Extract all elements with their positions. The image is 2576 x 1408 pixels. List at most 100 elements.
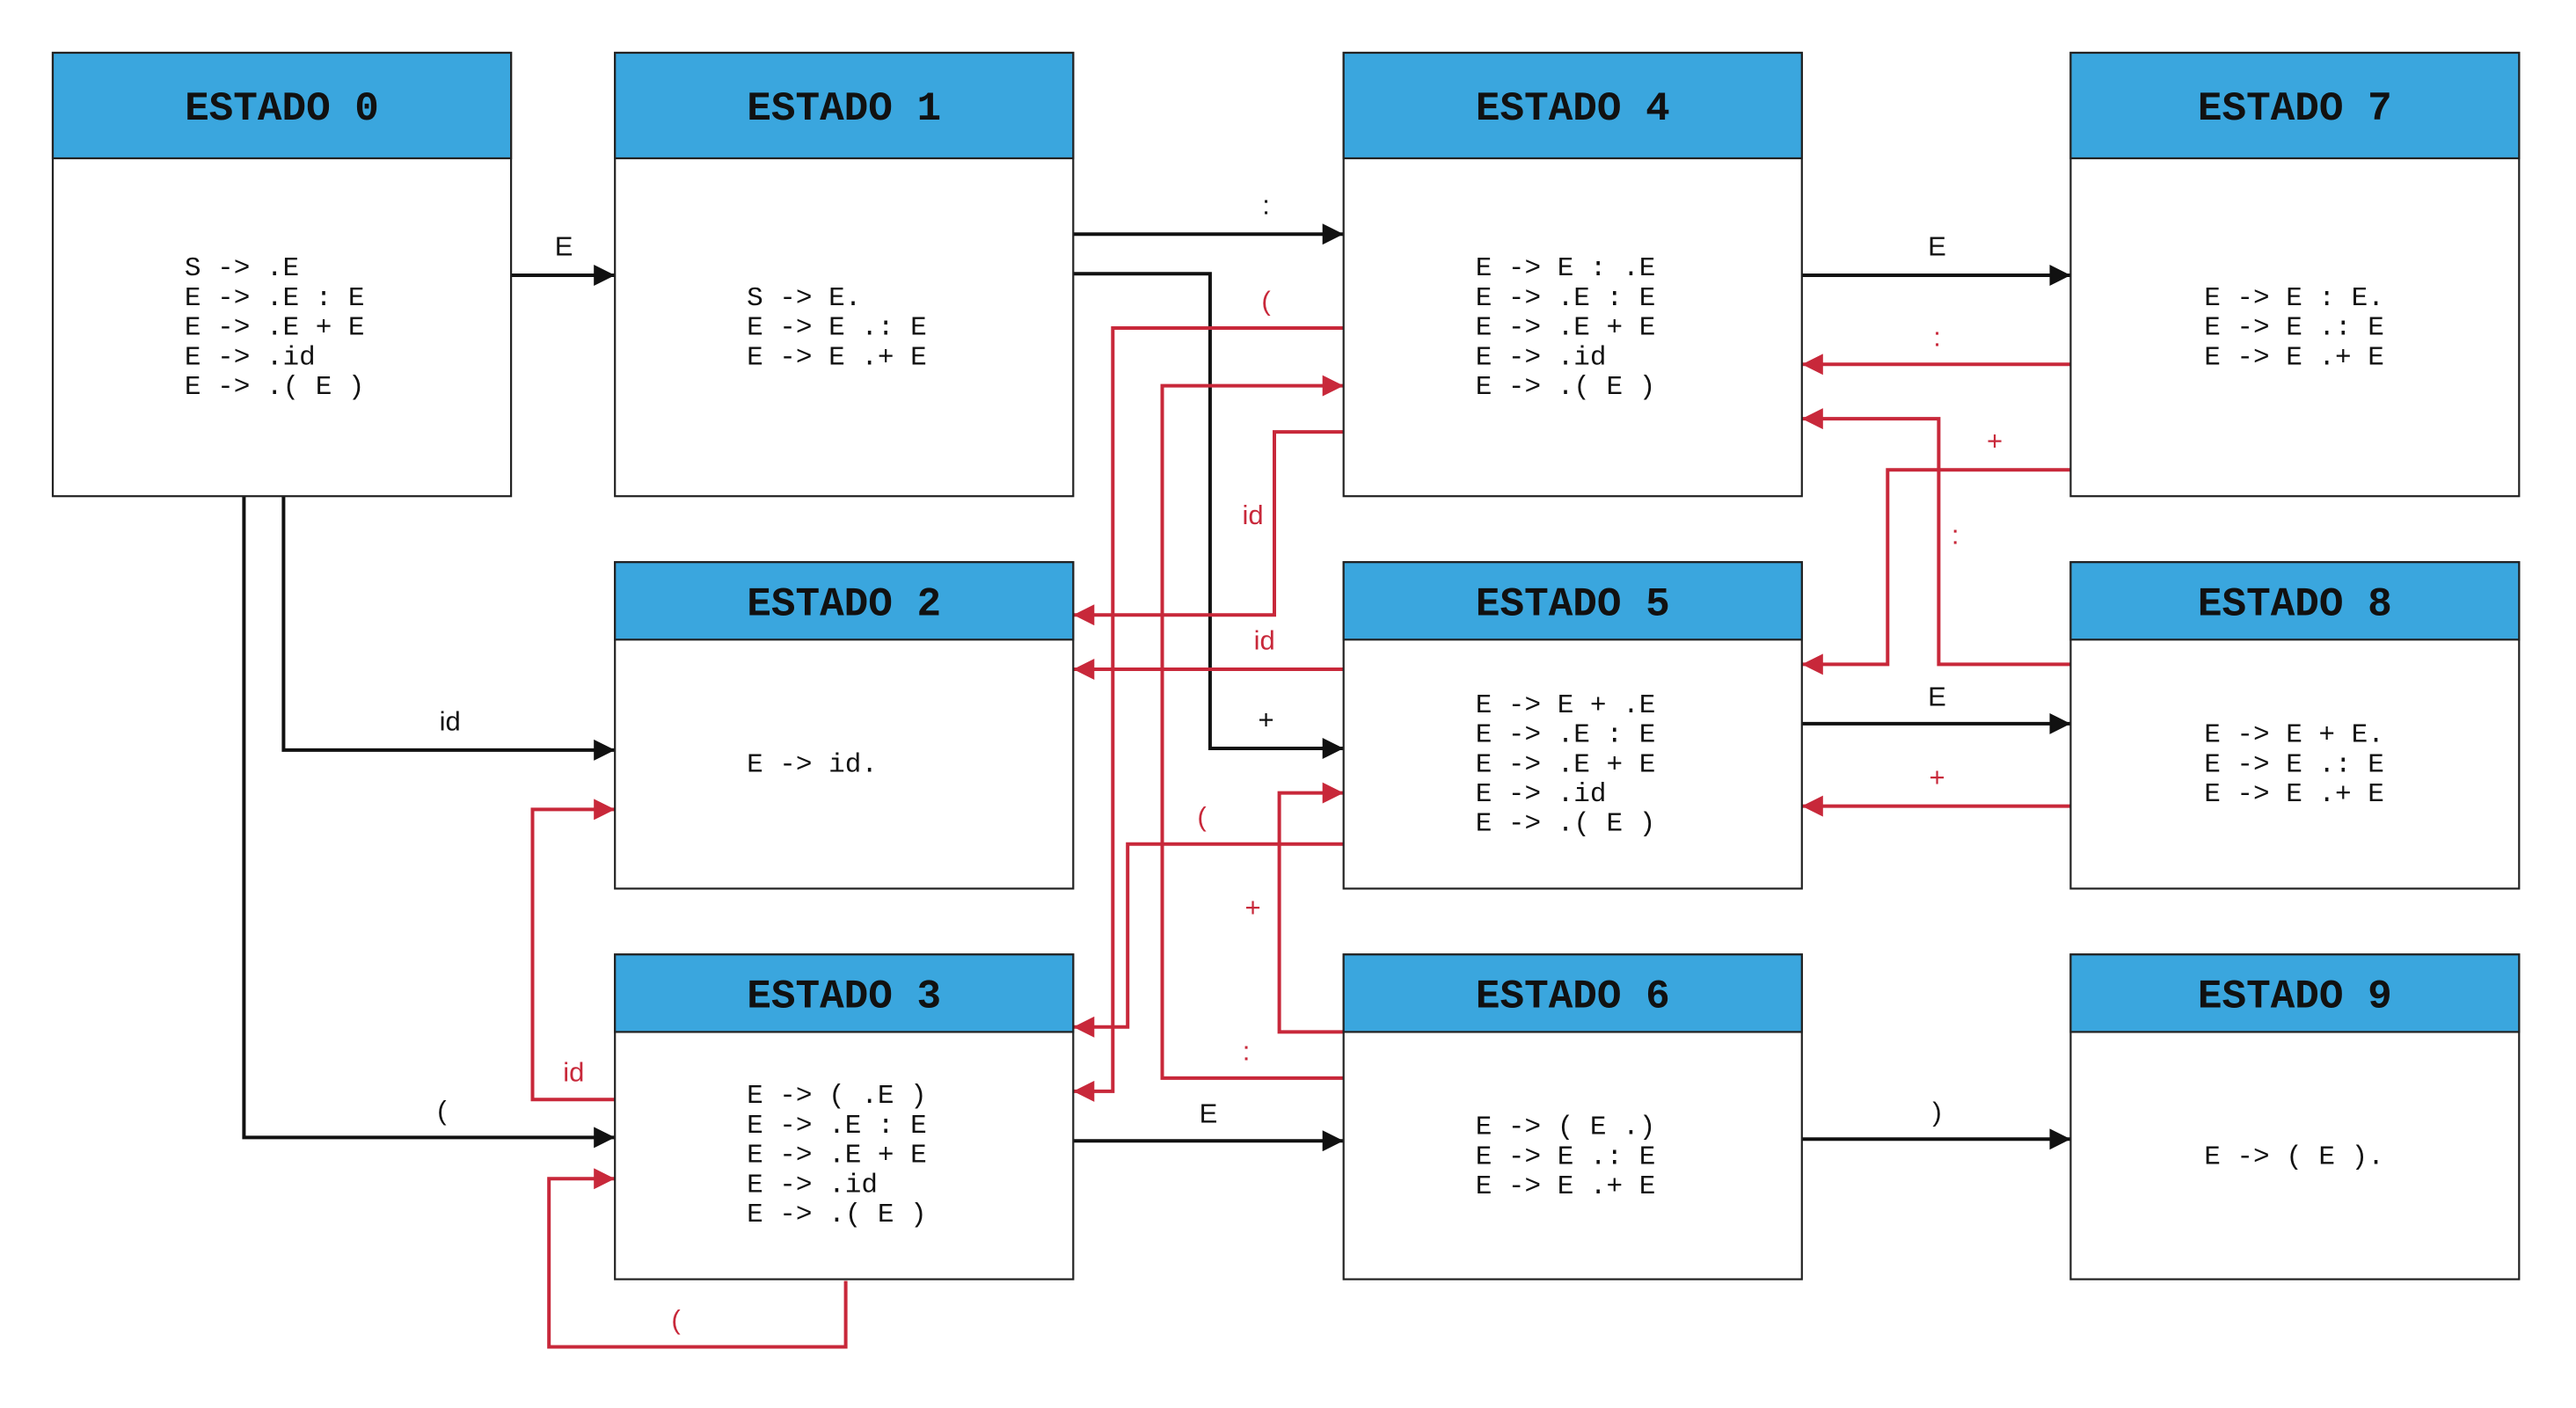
state-box-5: ESTADO 5 E -> E + .EE -> .E : EE -> .E + … [1342, 561, 1803, 890]
transition-edge-0-to-3-black [242, 496, 616, 1149]
lr-item: E -> .( E ) [1476, 809, 1656, 840]
transition-edge-3-to-3-red [547, 1168, 848, 1349]
lr-item: E -> E .+ E [2204, 342, 2384, 373]
transition-label-5-to-8: E [1928, 681, 1946, 711]
state-header [1342, 561, 1803, 641]
transition-edge-5-to-3-red [1073, 842, 1344, 1038]
state-box-2: ESTADO 2 E -> id. [614, 561, 1075, 890]
transition-label-5-to-3: ( [1197, 801, 1207, 832]
lr-item: S -> E. [747, 283, 861, 314]
lr-item: E -> E .+ E [1476, 1171, 1656, 1202]
transition-label-3-to-2: id [563, 1057, 584, 1088]
lr-item: E -> .id [1476, 342, 1607, 373]
state-header [1342, 953, 1803, 1033]
lr-item: E -> E .: E [2204, 749, 2384, 780]
transition-label-1-to-5: + [1259, 704, 1274, 735]
state-header [2069, 561, 2521, 641]
lr-item: E -> .( E ) [1476, 372, 1656, 403]
lr-item: E -> E .: E [1476, 1142, 1656, 1172]
states-layer: ESTADO 0S -> .EE -> .E : EE -> .E + EE -… [51, 51, 2521, 1280]
lr-item: E -> E .+ E [2204, 779, 2384, 810]
transition-edge-6-to-5-red [1277, 782, 1344, 1034]
lr-item: E -> .( E ) [185, 372, 365, 403]
transition-label-1-to-4: : [1262, 190, 1270, 221]
state-title: ESTADO 9 [2198, 974, 2392, 1019]
transition-label-0-to-3: ( [437, 1095, 447, 1126]
transition-label-7-to-5: + [1987, 426, 2003, 456]
transition-label-4-to-2: id [1243, 500, 1264, 530]
transition-label-4-to-7: E [1928, 231, 1946, 262]
state-title: ESTADO 2 [747, 581, 941, 627]
lr-item: E -> .E + E [1476, 749, 1656, 780]
transition-label-6-to-4: : [1243, 1035, 1251, 1066]
transition-edge-4-to-3-red [1073, 326, 1344, 1102]
lr-item: E -> E + .E [1476, 690, 1656, 721]
lr-item: S -> .E [185, 253, 299, 284]
lr-item: E -> E + E. [2204, 720, 2384, 751]
state-box-0: ESTADO 0S -> .EE -> .E : EE -> .E + EE -… [51, 51, 513, 498]
lr-item: E -> ( .E ) [747, 1081, 927, 1112]
transition-label-8-to-5: + [1929, 762, 1945, 792]
lr-item: E -> .id [1476, 779, 1607, 810]
state-box-3: ESTADO 3 E -> ( .E )E -> .E : EE -> .E + … [614, 953, 1075, 1280]
state-header [51, 51, 513, 160]
transition-edge-7-to-5-red [1801, 468, 2071, 675]
transition-edge-0-to-2-black [281, 496, 616, 761]
lr-item: E -> E .: E [2204, 313, 2384, 344]
lr-item: E -> .id [185, 342, 316, 373]
transition-label-3-to-6: E [1200, 1098, 1218, 1129]
lr-item: E -> .E + E [185, 313, 365, 344]
state-header [1342, 51, 1803, 160]
lr-item: E -> .E + E [1476, 313, 1656, 344]
lr-item: E -> .E : E [1476, 283, 1656, 314]
state-title: ESTADO 3 [747, 974, 941, 1019]
lr-item: E -> E .+ E [747, 342, 927, 373]
state-title: ESTADO 8 [2198, 581, 2392, 627]
transition-label-6-to-5: + [1245, 892, 1261, 923]
state-header [614, 51, 1075, 160]
state-header [614, 953, 1075, 1033]
lr-item: E -> ( E .) [1476, 1113, 1656, 1143]
lr-item: E -> id. [747, 749, 878, 780]
state-title: ESTADO 7 [2198, 86, 2392, 132]
transition-label-7-to-4: : [1933, 322, 1941, 353]
lr-item: E -> .( E ) [747, 1200, 927, 1230]
lr-item: E -> .E : E [1476, 720, 1656, 751]
state-header [614, 561, 1075, 641]
transition-edge-8-to-4-red [1801, 408, 2071, 667]
state-box-6: ESTADO 6 E -> ( E .)E -> E .: EE -> E .+ … [1342, 953, 1803, 1280]
state-header [2069, 51, 2521, 160]
state-title: ESTADO 6 [1476, 974, 1670, 1019]
transition-edge-6-to-4-red [1160, 375, 1344, 1080]
transition-edge-1-to-5-black [1073, 272, 1344, 759]
state-box-9: ESTADO 9 E -> ( E ). [2069, 953, 2521, 1280]
lr-item: E -> ( E ). [2204, 1142, 2384, 1172]
transition-label-8-to-4: : [1952, 520, 1959, 551]
transitions-layer [242, 223, 2071, 1349]
lr-item: E -> .E : E [185, 283, 365, 314]
state-title: ESTADO 0 [185, 86, 379, 132]
state-title: ESTADO 4 [1476, 86, 1670, 132]
state-title: ESTADO 1 [747, 86, 941, 132]
lr-item: E -> .E : E [747, 1111, 927, 1142]
lr-item: E -> E : E. [2204, 283, 2384, 314]
transition-label-6-to-9: ) [1932, 1097, 1941, 1127]
transition-label-4-to-3: ( [1261, 285, 1271, 316]
state-box-4: ESTADO 4 E -> E : .EE -> .E : EE -> .E + … [1342, 51, 1803, 498]
state-box-8: ESTADO 8 E -> E + E.E -> E .: EE -> E .+ … [2069, 561, 2521, 890]
lr-item: E -> .id [747, 1170, 878, 1200]
state-title: ESTADO 5 [1476, 581, 1670, 627]
transition-edge-4-to-2-red [1073, 430, 1344, 626]
state-header [2069, 953, 2521, 1033]
state-box-1: ESTADO 1S -> E.E -> E .: EE -> E .+ E [614, 51, 1075, 498]
transition-label-0-to-1: E [555, 231, 573, 262]
lr-item: E -> E : .E [1476, 253, 1656, 284]
lr-item: E -> .E + E [747, 1141, 927, 1171]
transition-label-5-to-2: id [1254, 625, 1275, 656]
transition-label-0-to-2: id [440, 705, 461, 736]
transition-label-3-to-3: ( [671, 1304, 681, 1335]
transition-edge-3-to-2-red [530, 799, 616, 1102]
state-box-7: ESTADO 7 E -> E : E.E -> E .: EE -> E .+ … [2069, 51, 2521, 498]
